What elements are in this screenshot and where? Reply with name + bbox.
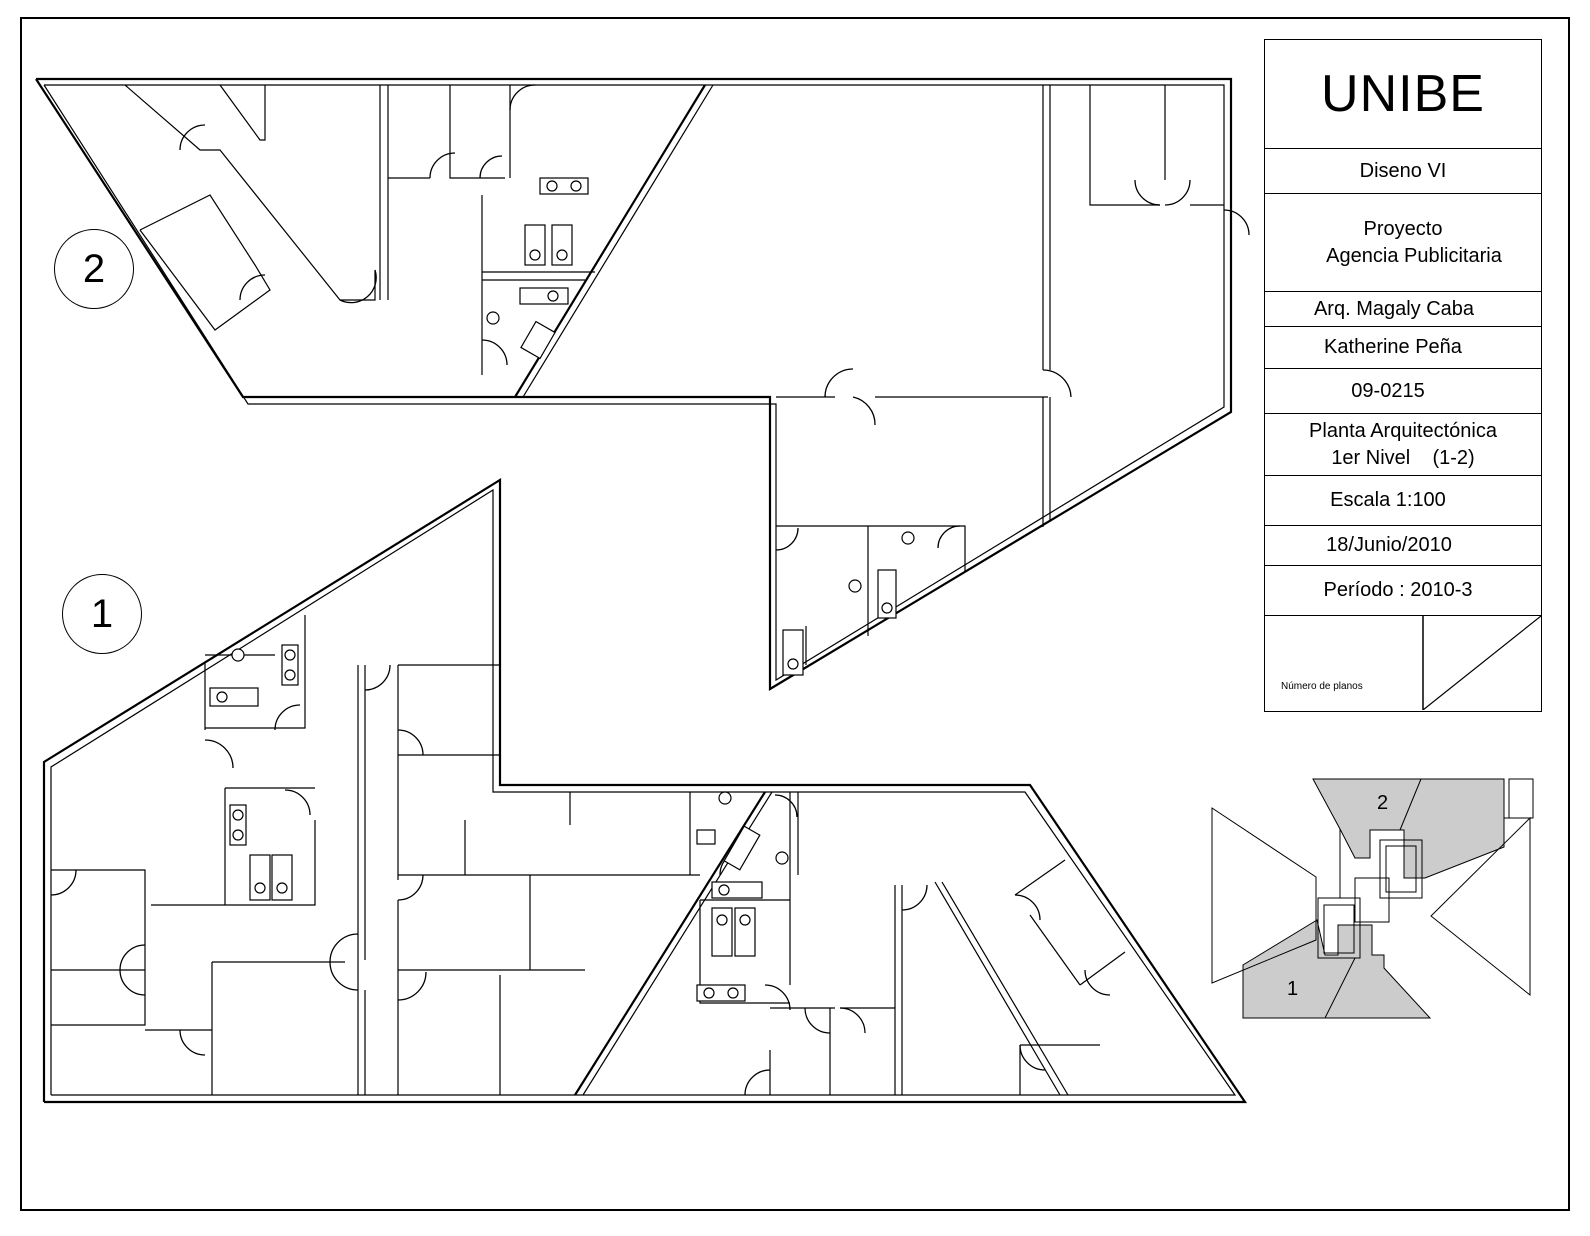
scale-text: Escala 1:100 xyxy=(1330,489,1446,511)
plan-one-badge: 1 xyxy=(62,574,142,654)
title-block-period: Período : 2010-3 xyxy=(1265,566,1541,616)
title-block-student-id: 09-0215 xyxy=(1265,369,1541,414)
title-block-sheet-count: Número de planos xyxy=(1265,616,1541,710)
drawing-line1: Planta Arquitectónica xyxy=(1309,419,1497,442)
title-block-scale: Escala 1:100 xyxy=(1265,476,1541,526)
drawing-line2: 1er Nivel (1-2) xyxy=(1331,446,1475,469)
title-block-date: 18/Junio/2010 xyxy=(1265,526,1541,566)
plan-two-label: 2 xyxy=(82,246,106,291)
title-block-architect: Arq. Magaly Caba xyxy=(1265,292,1541,327)
plan-one-label: 1 xyxy=(90,591,114,636)
plan-two-badge: 2 xyxy=(54,229,134,309)
project-line2: Agencia Publicitaria xyxy=(1326,244,1502,267)
sheet-count-box xyxy=(1422,616,1541,710)
project-line1: Proyecto xyxy=(1363,217,1443,240)
period-text: Período : 2010-3 xyxy=(1323,579,1473,601)
date-text: 18/Junio/2010 xyxy=(1326,534,1452,556)
course-text: Diseno VI xyxy=(1359,159,1447,182)
title-block-drawing: Planta Arquitectónica 1er Nivel (1-2) xyxy=(1265,414,1541,476)
student-id-text: 09-0215 xyxy=(1351,379,1425,402)
key-plan-label-two: 2 xyxy=(1377,792,1389,814)
sheet-count-label: Número de planos xyxy=(1281,681,1363,692)
title-block-course: Diseno VI xyxy=(1265,149,1541,194)
title-block: UNIBE Diseno VI Proyecto Agencia Publici… xyxy=(1264,39,1542,712)
title-block-logo: UNIBE xyxy=(1265,40,1541,149)
student-text: Katherine Peña xyxy=(1324,336,1462,358)
key-plan-label-one: 1 xyxy=(1287,978,1299,1000)
logo-text: UNIBE xyxy=(1321,64,1485,123)
drawing-sheet-border xyxy=(20,17,1570,1211)
architect-text: Arq. Magaly Caba xyxy=(1313,297,1475,320)
title-block-project: Proyecto Agencia Publicitaria xyxy=(1265,194,1541,292)
title-block-student: Katherine Peña xyxy=(1265,327,1541,369)
plan-two-walls xyxy=(35,77,1250,691)
plan-one-walls xyxy=(42,478,1248,1104)
